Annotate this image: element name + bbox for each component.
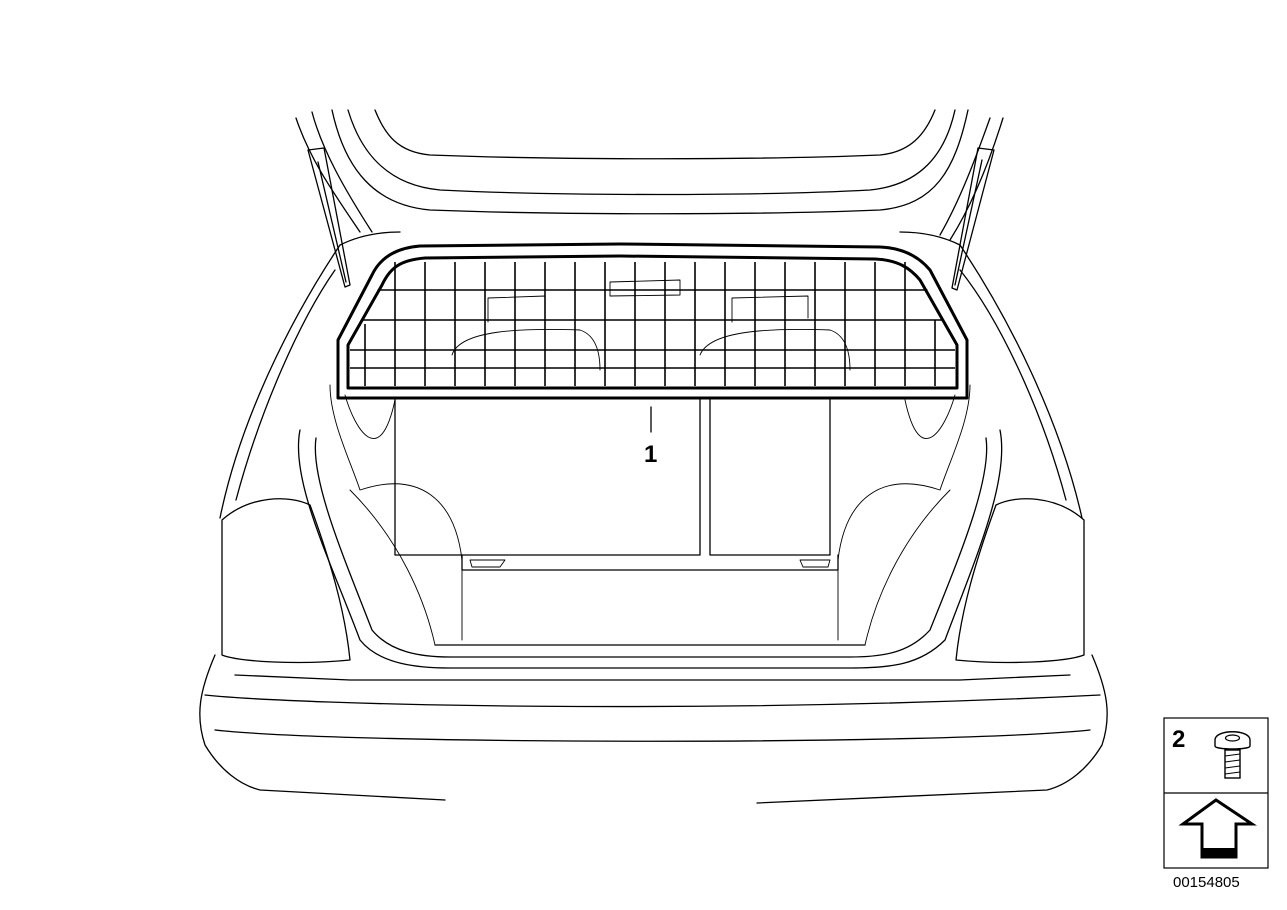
drawing-number: 00154805	[1173, 874, 1240, 891]
partition-net-grid	[350, 262, 955, 386]
partition-net[interactable]	[336, 242, 969, 400]
legend-box: 2	[1163, 717, 1269, 869]
legend-item-number: 2	[1172, 726, 1185, 753]
taillight-right	[955, 498, 1085, 664]
car-body	[199, 109, 1108, 804]
partition-net-inner-frame	[346, 254, 959, 390]
up-arrow-icon	[1178, 798, 1257, 859]
gas-strut-right	[951, 147, 995, 291]
gas-strut-left	[307, 147, 351, 288]
callout-1-label: 1	[644, 441, 657, 468]
taillight-left	[221, 498, 351, 664]
partition-net-outer-frame	[336, 242, 969, 400]
screw-icon	[1214, 731, 1251, 779]
